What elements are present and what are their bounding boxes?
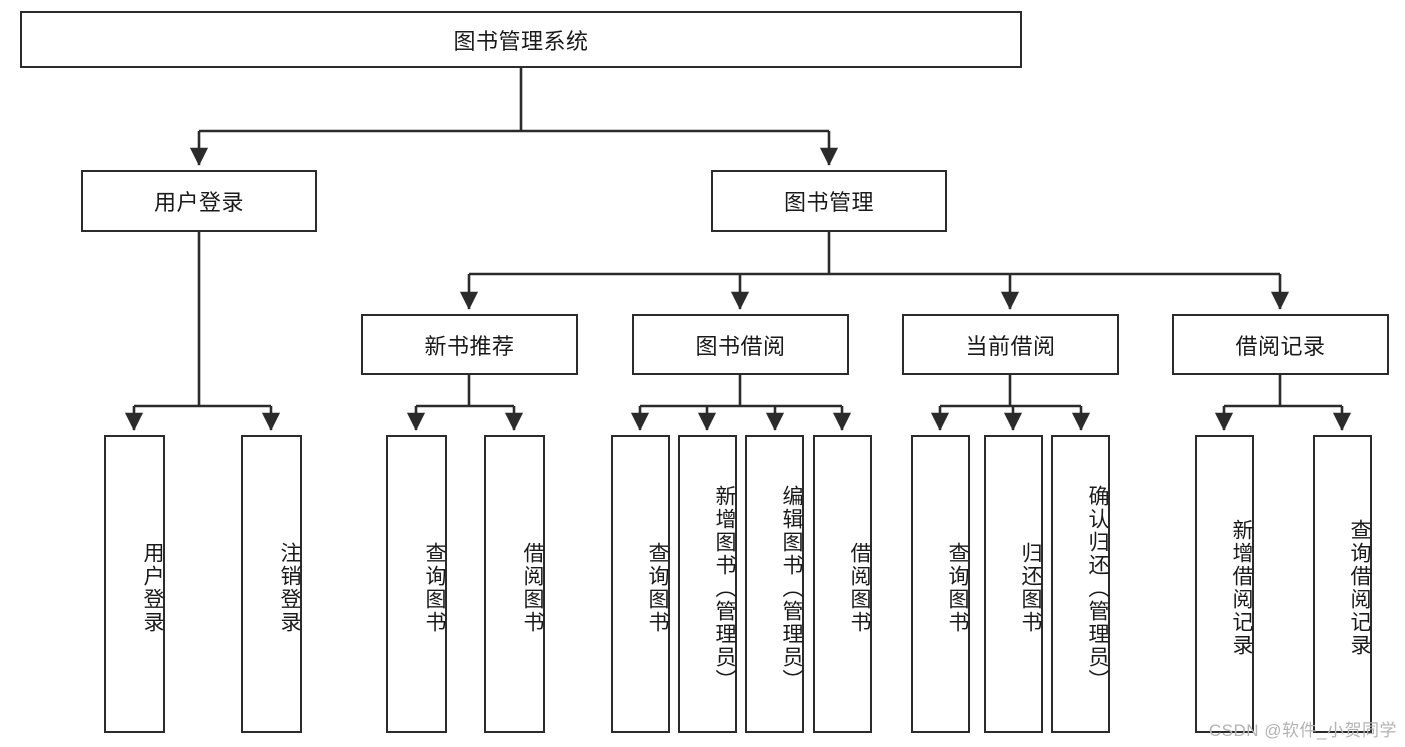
leaf-bb-query-book-label: 查询图书: [646, 542, 669, 634]
node-user-login-label: 用户登录: [153, 190, 244, 215]
node-current-borrow-label: 当前借阅: [965, 333, 1056, 359]
node-borrow-record[interactable]: 借阅记录: [1172, 314, 1389, 375]
node-current-borrow[interactable]: 当前借阅: [902, 314, 1119, 375]
leaf-user-login-label: 用户登录: [141, 542, 164, 634]
leaf-br-add-record[interactable]: 新增借阅记录: [1195, 435, 1254, 733]
leaf-cb-return-book[interactable]: 归还图书: [984, 435, 1043, 733]
node-book-borrow[interactable]: 图书借阅: [632, 314, 849, 375]
node-user-login[interactable]: 用户登录: [81, 170, 317, 232]
leaf-br-add-record-label: 新增借阅记录: [1230, 519, 1253, 657]
leaf-bb-add-book-admin-label: 新增图书（管理员）: [713, 484, 736, 692]
leaf-user-login[interactable]: 用户登录: [104, 435, 165, 733]
leaf-cb-query-book-label: 查询图书: [946, 542, 969, 634]
leaf-nb-borrow-book-label: 借阅图书: [521, 542, 544, 634]
leaf-cb-confirm-return-admin-label: 确认归还（管理员）: [1086, 484, 1109, 692]
leaf-bb-borrow-book[interactable]: 借阅图书: [813, 435, 872, 733]
node-root[interactable]: 图书管理系统: [20, 11, 1022, 68]
node-new-book-recommend-label: 新书推荐: [424, 333, 515, 359]
leaf-br-query-record-label: 查询借阅记录: [1348, 519, 1371, 657]
node-new-book-recommend[interactable]: 新书推荐: [361, 314, 578, 375]
leaf-bb-edit-book-admin[interactable]: 编辑图书（管理员）: [745, 435, 804, 733]
leaf-nb-borrow-book[interactable]: 借阅图书: [484, 435, 545, 733]
leaf-nb-query-book[interactable]: 查询图书: [386, 435, 447, 733]
leaf-bb-add-book-admin[interactable]: 新增图书（管理员）: [678, 435, 737, 733]
leaf-cb-query-book[interactable]: 查询图书: [911, 435, 970, 733]
node-book-management[interactable]: 图书管理: [711, 170, 947, 232]
node-borrow-record-label: 借阅记录: [1235, 333, 1326, 359]
leaf-nb-query-book-label: 查询图书: [423, 542, 446, 634]
leaf-bb-borrow-book-label: 借阅图书: [848, 542, 871, 634]
node-book-management-label: 图书管理: [783, 190, 874, 215]
leaf-logout[interactable]: 注销登录: [241, 435, 302, 733]
leaf-cb-return-book-label: 归还图书: [1019, 542, 1042, 634]
leaf-logout-label: 注销登录: [278, 542, 301, 634]
node-book-borrow-label: 图书借阅: [695, 333, 786, 359]
node-root-label: 图书管理系统: [453, 28, 589, 54]
leaf-br-query-record[interactable]: 查询借阅记录: [1313, 435, 1372, 733]
leaf-cb-confirm-return-admin[interactable]: 确认归还（管理员）: [1051, 435, 1110, 733]
leaf-bb-query-book[interactable]: 查询图书: [611, 435, 670, 733]
watermark-text: CSDN @软件_小贺同学: [1208, 721, 1397, 740]
leaf-bb-edit-book-admin-label: 编辑图书（管理员）: [780, 484, 803, 692]
